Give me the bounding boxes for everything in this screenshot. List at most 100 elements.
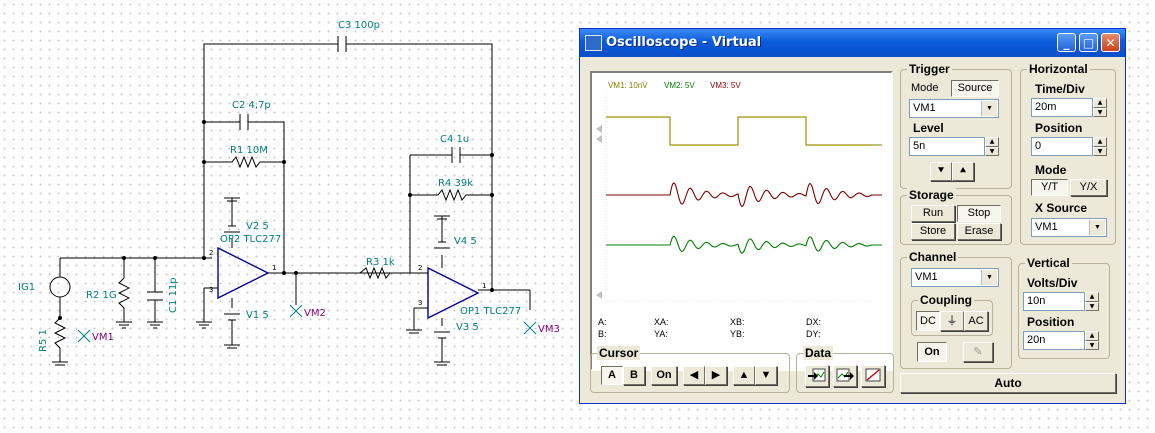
- window-title: Oscilloscope - Virtual: [606, 35, 762, 50]
- time-div-spinner[interactable]: ▲▼: [1093, 98, 1107, 117]
- vertical-panel: Vertical Volts/Div 10n ▲▼ Position 20n ▲…: [1018, 256, 1110, 359]
- v2-label: V2 5: [246, 221, 269, 232]
- pen-icon[interactable]: ✎: [963, 342, 993, 362]
- c3-label: C3 100p: [338, 20, 380, 31]
- trace-vm1: [606, 116, 872, 146]
- cursor-left-button[interactable]: ◀: [683, 366, 705, 385]
- horizontal-panel: Horizontal Time/Div 20m ▲▼ Position 0 ▲▼…: [1020, 62, 1116, 245]
- cursor-b-button[interactable]: B: [623, 366, 645, 385]
- chevron-down-icon[interactable]: ▼: [1089, 220, 1105, 235]
- op2-label: OP2 TLC277: [220, 234, 281, 245]
- export-data-icon[interactable]: [833, 365, 857, 387]
- run-button[interactable]: Run: [911, 205, 955, 222]
- channel-label-vm2: VM2: 5V: [664, 81, 695, 90]
- trigger-level-marker-icon: [596, 125, 602, 133]
- close-button[interactable]: ✕: [1101, 33, 1120, 52]
- op1-pin3: 3: [418, 299, 422, 307]
- time-div-field[interactable]: 20m: [1031, 98, 1093, 117]
- h-position-spinner[interactable]: ▲▼: [1093, 137, 1107, 156]
- cursor-xb-readout: XB:: [730, 317, 745, 327]
- ground-marker-icon: [596, 291, 602, 299]
- mode-yx-button[interactable]: Y/X: [1070, 179, 1107, 196]
- trigger-title: Trigger: [907, 62, 952, 76]
- vm1-label: VM1: [92, 332, 114, 343]
- minimize-button[interactable]: _: [1057, 33, 1076, 52]
- v4-label: V4 5: [454, 236, 477, 247]
- circuit-schematic: C3 100p C2 4,7p R1 10M C4 1u R4 39k V2 5…: [18, 20, 560, 366]
- trigger-source-button[interactable]: Source: [951, 80, 999, 97]
- chevron-down-icon[interactable]: ▼: [981, 270, 997, 285]
- cursor-title: Cursor: [597, 346, 641, 360]
- mode-yt-button[interactable]: Y/T: [1031, 179, 1068, 196]
- oscilloscope-window: Oscilloscope - Virtual _ □ ✕ VM1: 10nV V…: [579, 28, 1126, 404]
- cursor-yb-readout: YB:: [730, 329, 745, 339]
- v-position-spinner[interactable]: ▲▼: [1085, 331, 1099, 350]
- channel-select[interactable]: VM1 ▼: [911, 268, 999, 287]
- stop-button[interactable]: Stop: [957, 205, 1001, 222]
- coupling-dc-button[interactable]: DC: [916, 311, 940, 331]
- v3-label: V3 5: [456, 322, 479, 333]
- ig1-label: IG1: [18, 282, 35, 293]
- volts-div-label: Volts/Div: [1027, 276, 1078, 290]
- coupling-panel: Coupling DC ⏚ AC: [911, 293, 993, 336]
- op1-label: OP1 TLC277: [460, 306, 521, 317]
- trace-vm3: [606, 182, 873, 208]
- cursor-xa-readout: XA:: [654, 317, 669, 327]
- storage-panel: Storage Run Stop Store Erase: [900, 188, 1012, 245]
- trigger-level-field[interactable]: 5n: [909, 137, 985, 156]
- scope-screen[interactable]: VM1: 10nV VM2: 5V VM3: 5V A: B: XA: YA: …: [590, 71, 893, 371]
- store-button[interactable]: Store: [911, 223, 955, 240]
- v-position-field[interactable]: 20n: [1023, 331, 1085, 350]
- coupling-gnd-button[interactable]: ⏚: [940, 311, 964, 331]
- auto-button[interactable]: Auto: [900, 373, 1116, 393]
- channel-on-button[interactable]: On: [917, 342, 947, 362]
- falling-edge-button[interactable]: ⯆: [930, 162, 952, 181]
- vm3-label: VM3: [538, 324, 560, 335]
- r1-label: R1 10M: [230, 145, 268, 156]
- trigger-source-select[interactable]: VM1 ▼: [909, 99, 999, 118]
- erase-button[interactable]: Erase: [957, 223, 1001, 240]
- trigger-mode-label[interactable]: Mode: [911, 82, 939, 94]
- cursor-panel: Cursor A B On ◀ ▶ ▲ ▼: [590, 346, 790, 393]
- volts-div-spinner[interactable]: ▲▼: [1085, 292, 1099, 311]
- rising-edge-button[interactable]: ⯅: [952, 162, 974, 181]
- channel-label-vm3: VM3: 5V: [710, 81, 741, 90]
- r2-label: R2 1G: [86, 290, 117, 301]
- cursor-up-button[interactable]: ▲: [733, 366, 755, 385]
- title-bar[interactable]: Oscilloscope - Virtual _ □ ✕: [580, 29, 1125, 57]
- cursor-a-readout: A:: [598, 317, 607, 327]
- cursor-right-button[interactable]: ▶: [705, 366, 727, 385]
- cursor-a-button[interactable]: A: [601, 366, 623, 385]
- c2-label: C2 4,7p: [232, 100, 271, 111]
- cursor-ya-readout: YA:: [654, 329, 668, 339]
- r5-label: R5 1: [38, 329, 49, 352]
- c1-label: C1 11p: [168, 277, 179, 313]
- maximize-button[interactable]: □: [1079, 33, 1098, 52]
- coupling-title: Coupling: [918, 293, 974, 307]
- import-data-icon[interactable]: [805, 365, 829, 387]
- trigger-panel: Trigger Mode Source VM1 ▼ Level 5n ▲▼ ⯆ …: [900, 62, 1012, 189]
- cursor-down-button[interactable]: ▼: [755, 366, 777, 385]
- h-position-field[interactable]: 0: [1031, 137, 1093, 156]
- op1-pin2: 2: [418, 264, 422, 272]
- v1-label: V1 5: [246, 310, 269, 321]
- channel-title: Channel: [907, 250, 959, 264]
- volts-div-field[interactable]: 10n: [1023, 292, 1085, 311]
- diagram-view-icon[interactable]: [861, 365, 885, 387]
- op1-pin1: 1: [482, 282, 486, 290]
- op2-pin1: 1: [272, 264, 276, 272]
- trace-vm2: [606, 235, 873, 254]
- chevron-down-icon[interactable]: ▼: [981, 101, 997, 116]
- data-panel: Data: [796, 346, 894, 393]
- vertical-title: Vertical: [1025, 256, 1072, 270]
- coupling-ac-button[interactable]: AC: [964, 311, 988, 331]
- cursor-dy-readout: DY:: [806, 329, 821, 339]
- horizontal-title: Horizontal: [1027, 62, 1090, 76]
- op2-pin2: 2: [209, 249, 213, 257]
- xsource-select[interactable]: VM1 ▼: [1031, 218, 1107, 237]
- v-position-label: Position: [1027, 315, 1075, 329]
- vm2-label: VM2: [304, 308, 326, 319]
- r4-label: R4 39k: [438, 178, 473, 189]
- cursor-on-button[interactable]: On: [651, 366, 677, 385]
- trigger-level-spinner[interactable]: ▲▼: [985, 137, 999, 156]
